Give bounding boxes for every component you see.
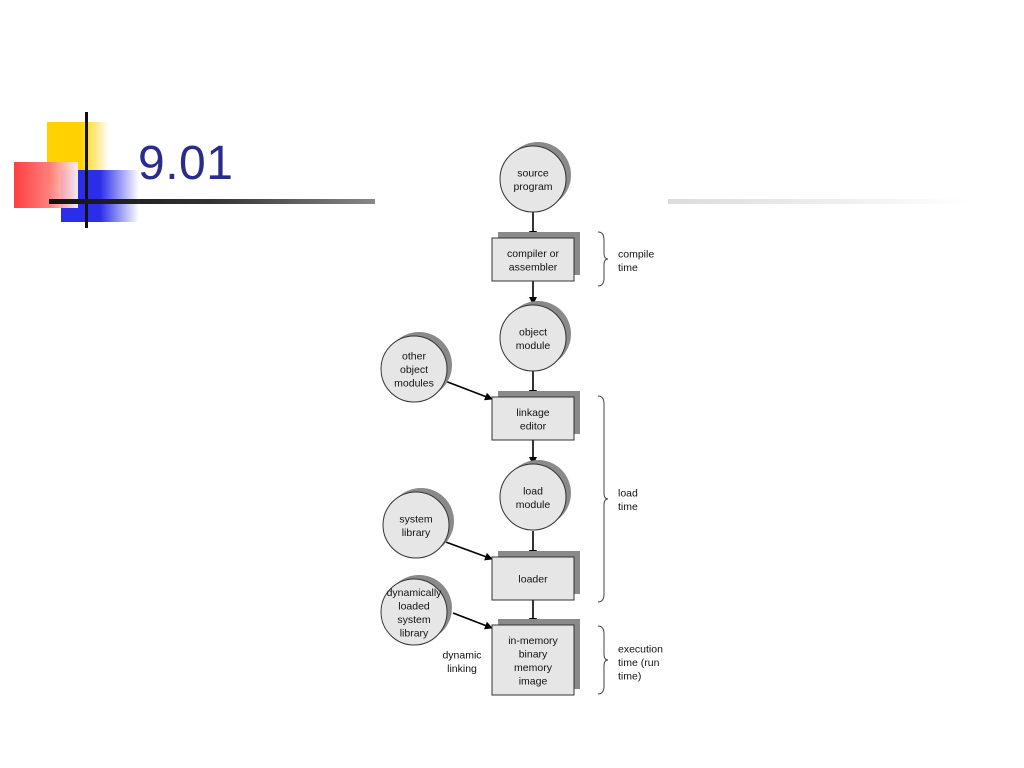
arrow-system-to-loader	[442, 540, 493, 561]
brace-execution-time	[597, 625, 609, 695]
arrow-other-to-linkage	[444, 380, 493, 401]
brace-load-time	[597, 395, 609, 603]
decor-title-underline	[49, 199, 375, 204]
brace-compile-time	[597, 231, 609, 287]
decor-right-fade-line	[668, 199, 968, 204]
node-loader: loader	[491, 551, 580, 601]
node-loader-label: loader	[518, 574, 548, 586]
decor-vertical-line	[85, 112, 88, 228]
slide-title: 9.01	[138, 137, 234, 190]
arrow-dyn-to-memory	[452, 612, 493, 630]
